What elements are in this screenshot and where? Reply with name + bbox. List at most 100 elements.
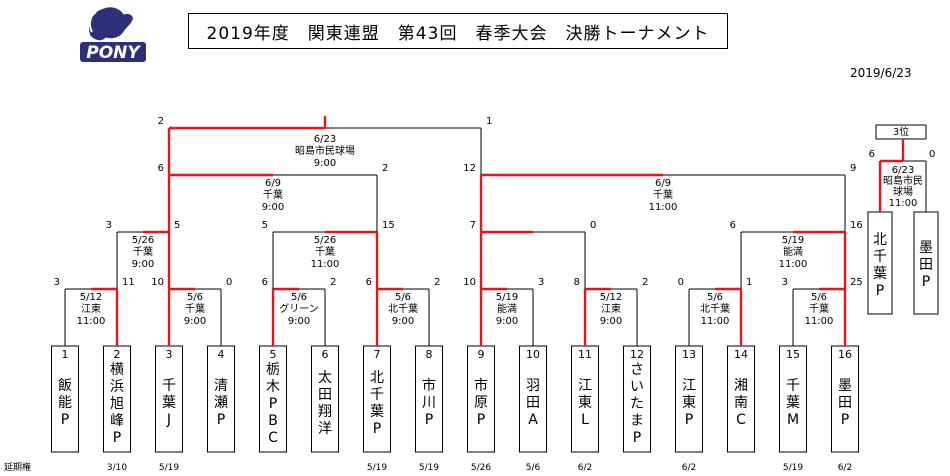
team-name-char: 峰	[110, 413, 124, 429]
team-box	[571, 345, 599, 453]
team-number: 7	[374, 348, 381, 361]
team-name-char: 原	[474, 395, 488, 411]
extension-date: 5/19	[783, 463, 803, 473]
team-name-char: B	[268, 413, 278, 429]
right-score: 2	[642, 277, 648, 288]
pony-logo: PONY	[80, 6, 146, 63]
match-time: 9:00	[496, 316, 518, 327]
match-venue: 昭島市民	[883, 174, 923, 187]
team-name-char: 葉	[370, 404, 384, 420]
match-date: 5/26	[314, 235, 336, 246]
extension-date: 6/2	[578, 463, 592, 473]
left-score: 7	[470, 220, 476, 231]
team-number: 2	[114, 348, 121, 361]
team-name-char: P	[922, 274, 930, 290]
team-name-char: 太	[318, 370, 332, 386]
match-time: 9:00	[262, 202, 284, 213]
team-name-char: 千	[786, 378, 800, 394]
match-time: 9:00	[314, 158, 336, 169]
team-name-char: 千	[873, 249, 887, 265]
logo-text: PONY	[86, 43, 141, 63]
team-box	[363, 345, 391, 453]
right-score: 0	[929, 149, 935, 160]
team-name-char: 市	[474, 377, 488, 394]
team-name-char: 葉	[162, 395, 176, 411]
left-score: 2	[158, 116, 164, 127]
match-time: 9:00	[288, 316, 310, 327]
left-score: 5	[262, 220, 268, 231]
team-number: 6	[322, 348, 329, 361]
team-name-char: P	[876, 283, 884, 299]
team-box	[779, 345, 807, 453]
team-number: 1	[62, 348, 69, 361]
team-box	[155, 345, 183, 453]
match-time: 11:00	[77, 316, 106, 327]
match-date: 5/19	[496, 292, 518, 303]
match-venue: 球場	[893, 185, 913, 198]
team-name-char: 江	[682, 378, 696, 394]
team-name-char: 田	[838, 395, 852, 411]
right-score: 5	[174, 220, 180, 231]
team-name-char: 葉	[786, 395, 800, 411]
match-date: 6/9	[655, 178, 671, 189]
match-time: 11:00	[311, 259, 340, 270]
team-name-char: 江	[578, 378, 592, 394]
match-date: 5/6	[707, 292, 723, 303]
team-name-char: P	[425, 412, 433, 428]
left-score: 0	[678, 277, 684, 288]
team-name-char: P	[841, 412, 849, 428]
match-venue: 昭島市民球場	[295, 144, 355, 157]
team-name-char: 北	[370, 370, 384, 386]
third-place-label-box	[875, 124, 927, 140]
match-date: 5/6	[187, 292, 203, 303]
match-date: 5/6	[811, 292, 827, 303]
team-box	[259, 345, 287, 453]
left-score: 10	[463, 277, 476, 288]
match-date: 5/6	[291, 292, 307, 303]
left-score: 3	[54, 277, 60, 288]
team-name-char: 千	[162, 378, 176, 394]
match-date: 6/9	[265, 178, 281, 189]
left-score: 8	[574, 277, 580, 288]
team-name-char: た	[630, 396, 644, 412]
match-time: 11:00	[701, 316, 730, 327]
page-title: 2019年度 関東連盟 第43回 春季大会 決勝トーナメント	[188, 13, 728, 49]
right-score: 25	[850, 277, 863, 288]
team-name-char: P	[373, 421, 381, 437]
match-date: 5/26	[132, 235, 154, 246]
extension-date: 5/19	[419, 463, 439, 473]
right-score: 0	[226, 277, 232, 288]
team-number: 12	[630, 348, 644, 361]
team-name-char: 田	[919, 257, 933, 273]
right-score: 15	[382, 220, 395, 231]
match-venue: 北千葉	[700, 302, 730, 315]
match-time: 9:00	[132, 259, 154, 270]
team-name-char: 墨	[838, 378, 852, 394]
match-venue: 江東	[81, 302, 101, 315]
match-venue: 千葉	[263, 188, 283, 201]
match-venue: グリーン	[279, 302, 319, 315]
left-score: 12	[463, 163, 476, 174]
match-time: 11:00	[889, 198, 918, 209]
team-name-char: 墨	[919, 240, 933, 256]
team-box	[831, 345, 859, 453]
match-time: 11:00	[805, 316, 834, 327]
team-box	[207, 345, 235, 453]
match-date: 5/12	[80, 292, 102, 303]
team-name-char: い	[630, 379, 644, 395]
team-name-char: 清	[214, 378, 228, 394]
team-name-char: J	[166, 412, 171, 428]
right-score: 16	[850, 220, 863, 231]
team-name-char: P	[685, 412, 693, 428]
team-name-char: L	[581, 412, 589, 428]
team-name-char: 北	[873, 232, 887, 248]
team-number: 8	[426, 348, 433, 361]
team-box	[727, 345, 755, 453]
extension-date: 5/19	[159, 463, 179, 473]
match-venue: 能満	[497, 302, 517, 315]
team-name-char: 翔	[318, 404, 332, 420]
match-venue: 千葉	[809, 302, 829, 315]
right-score: 2	[382, 163, 388, 174]
right-score: 9	[850, 163, 856, 174]
